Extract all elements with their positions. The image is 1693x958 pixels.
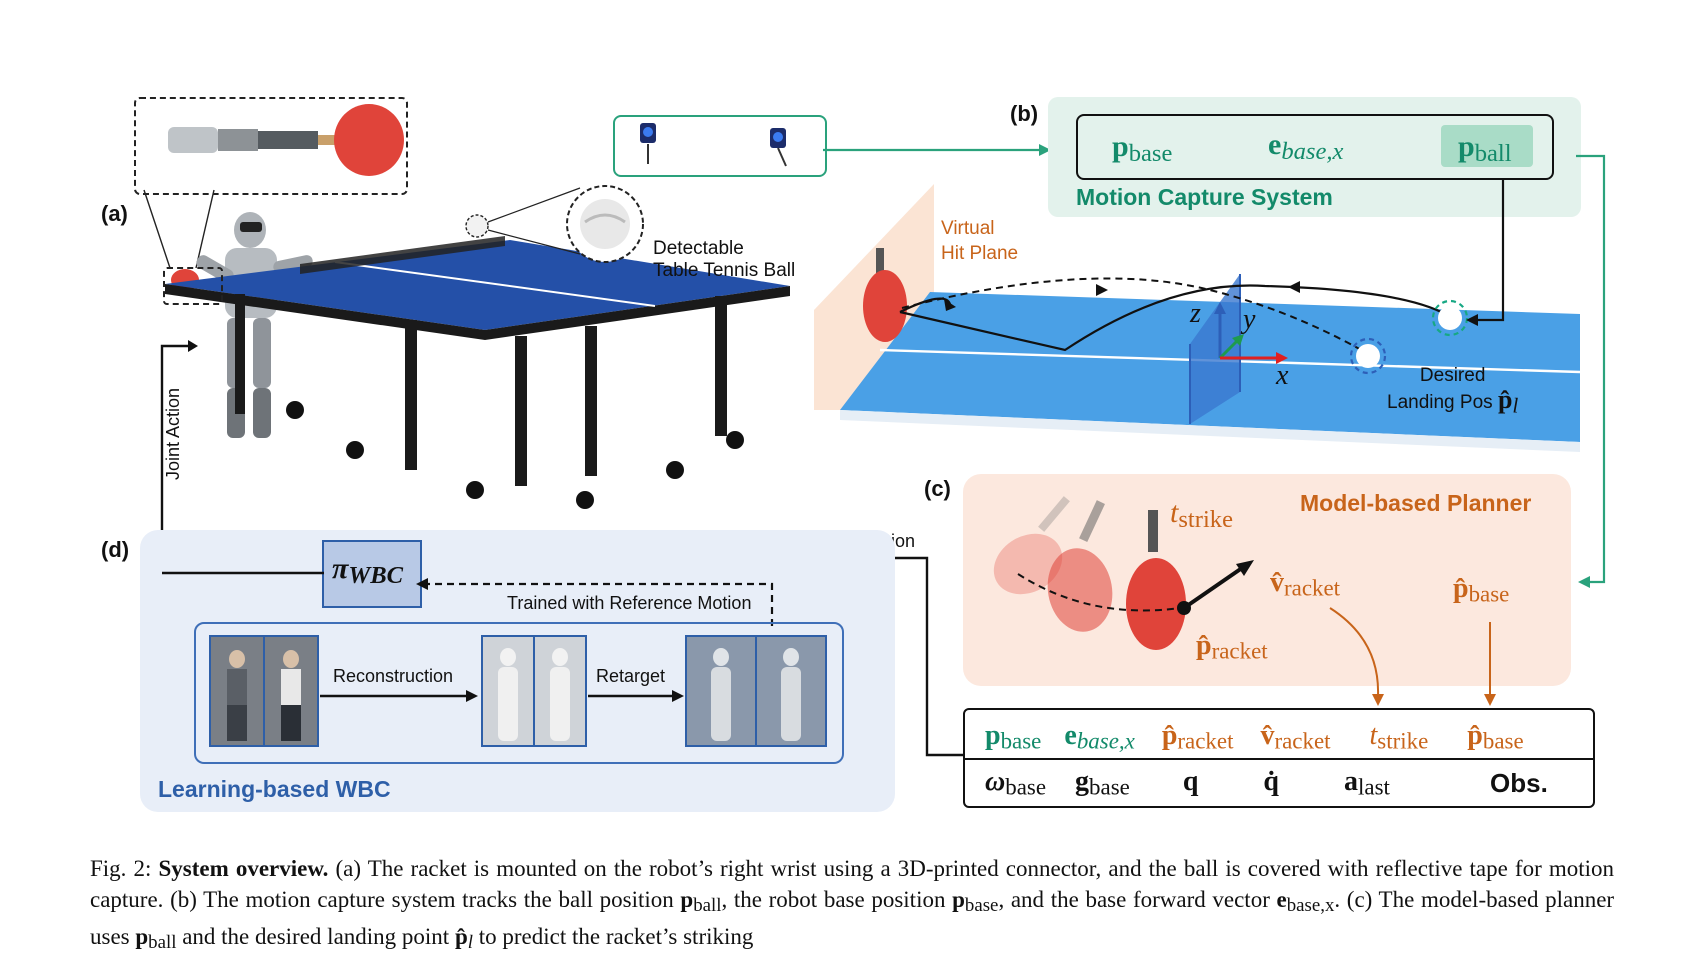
planner-p-base-hat: p̂base	[1453, 573, 1510, 607]
planner-p-racket-hat: p̂racket	[1196, 630, 1268, 664]
robot-and-table-image	[165, 212, 790, 509]
obs-omega-base: ωbase	[985, 766, 1047, 800]
table-trajectory-diagram	[814, 180, 1581, 452]
obs-p-base-hat: p̂base	[1467, 720, 1524, 754]
obs-t-strike: tstrike	[1369, 720, 1429, 754]
panel-b-label: (b)	[1010, 101, 1039, 126]
retarget-arrow	[588, 690, 684, 702]
planner-title: Model-based Planner	[1300, 490, 1532, 516]
planner-output-arrows	[1329, 607, 1496, 706]
reconstruction-arrow	[320, 690, 478, 702]
obs-row-2: ωbase gbase q q̇ alast	[985, 766, 1390, 801]
planner-t-strike: tstrike	[1170, 496, 1233, 533]
caption-fig: Fig. 2:	[90, 856, 152, 881]
obs-a-last: alast	[1344, 766, 1390, 800]
reconstruction-label: Reconstruction	[333, 666, 454, 686]
caption-text3: and the base forward vector	[1010, 887, 1270, 912]
retarget-label: Retarget	[596, 666, 666, 686]
joint-action-arrow	[160, 340, 198, 578]
panel-a-label: (a)	[101, 201, 128, 226]
panel-c-label: (c)	[924, 476, 951, 501]
ball-label-line1: Detectable	[653, 238, 744, 259]
reference-motion-box	[194, 622, 844, 764]
ball-zoom	[465, 185, 644, 263]
obs-row-1: pbase ebase,x p̂racket v̂racket tstrike …	[985, 720, 1524, 755]
obs-e-base: ebase,x	[1064, 720, 1135, 754]
planner-v-racket: v̂racket	[1270, 567, 1341, 601]
racket-swing-illustration	[993, 496, 1254, 650]
hit-plane-line2: Hit Plane	[941, 243, 1019, 264]
mocap-e-base: ebase,x	[1268, 128, 1344, 165]
mocap-title: Motion Capture System	[1076, 184, 1333, 210]
caption-text2: the robot base position	[733, 887, 946, 912]
joint-action-label: Joint Action	[163, 387, 183, 480]
policy-to-joint-action-line	[162, 571, 324, 575]
axis-z-label: z	[1190, 298, 1201, 329]
racket-zoom-box	[134, 97, 408, 195]
human-video-frames	[209, 635, 319, 747]
mocap-to-planner-arrow	[1576, 154, 1606, 588]
landing-line1: Desired	[1419, 365, 1486, 386]
obs-p-racket: p̂racket	[1161, 720, 1234, 754]
obs-p-base: pbase	[985, 720, 1042, 754]
figure-caption: Fig. 2: System overview. (a) The racket …	[90, 856, 1615, 953]
axis-y-label: y	[1243, 304, 1256, 335]
caption-bold: System overview.	[158, 856, 329, 881]
obs-g-base: gbase	[1075, 766, 1130, 800]
obs-v-racket: v̂racket	[1260, 720, 1331, 754]
ball-label-line2: Table Tennis Ball	[653, 260, 796, 281]
axis-x-label: x	[1276, 360, 1289, 391]
racket-highlight-box	[163, 267, 223, 305]
caption-text1: (a) The racket is mounted on the robot’s…	[90, 856, 1614, 912]
mocap-p-ball: pball	[1458, 130, 1512, 167]
obs-q: q	[1182, 766, 1199, 797]
obs-label: Obs.	[1490, 768, 1548, 798]
hit-plane-line1: Virtual	[941, 218, 995, 239]
racket-connector-image	[168, 104, 404, 176]
reconstructed-mesh-frames	[481, 635, 587, 747]
trained-with-arrow	[416, 578, 774, 626]
robot-motion-frames	[685, 635, 827, 747]
p-ball-highlight	[1441, 125, 1533, 167]
caption-text6: to predict the racket’s striking	[478, 923, 754, 949]
landing-line2: Landing Pos p̂l	[1387, 385, 1519, 418]
mocap-p-base: pbase	[1112, 130, 1173, 167]
mocap-cameras	[640, 123, 787, 167]
policy-label: πWBC	[332, 552, 404, 589]
panel-d-label: (d)	[101, 537, 130, 562]
observation-table	[963, 708, 1595, 808]
zoom-connector-lines	[143, 189, 215, 269]
obs-q-dot: q̇	[1263, 766, 1279, 797]
camera-box	[613, 115, 827, 177]
wbc-title: Learning-based WBC	[158, 776, 391, 802]
camera-to-mocap-arrow	[823, 144, 1051, 156]
trained-with-label: Trained with Reference Motion	[507, 593, 752, 613]
caption-text5: and the desired landing point	[182, 923, 450, 949]
